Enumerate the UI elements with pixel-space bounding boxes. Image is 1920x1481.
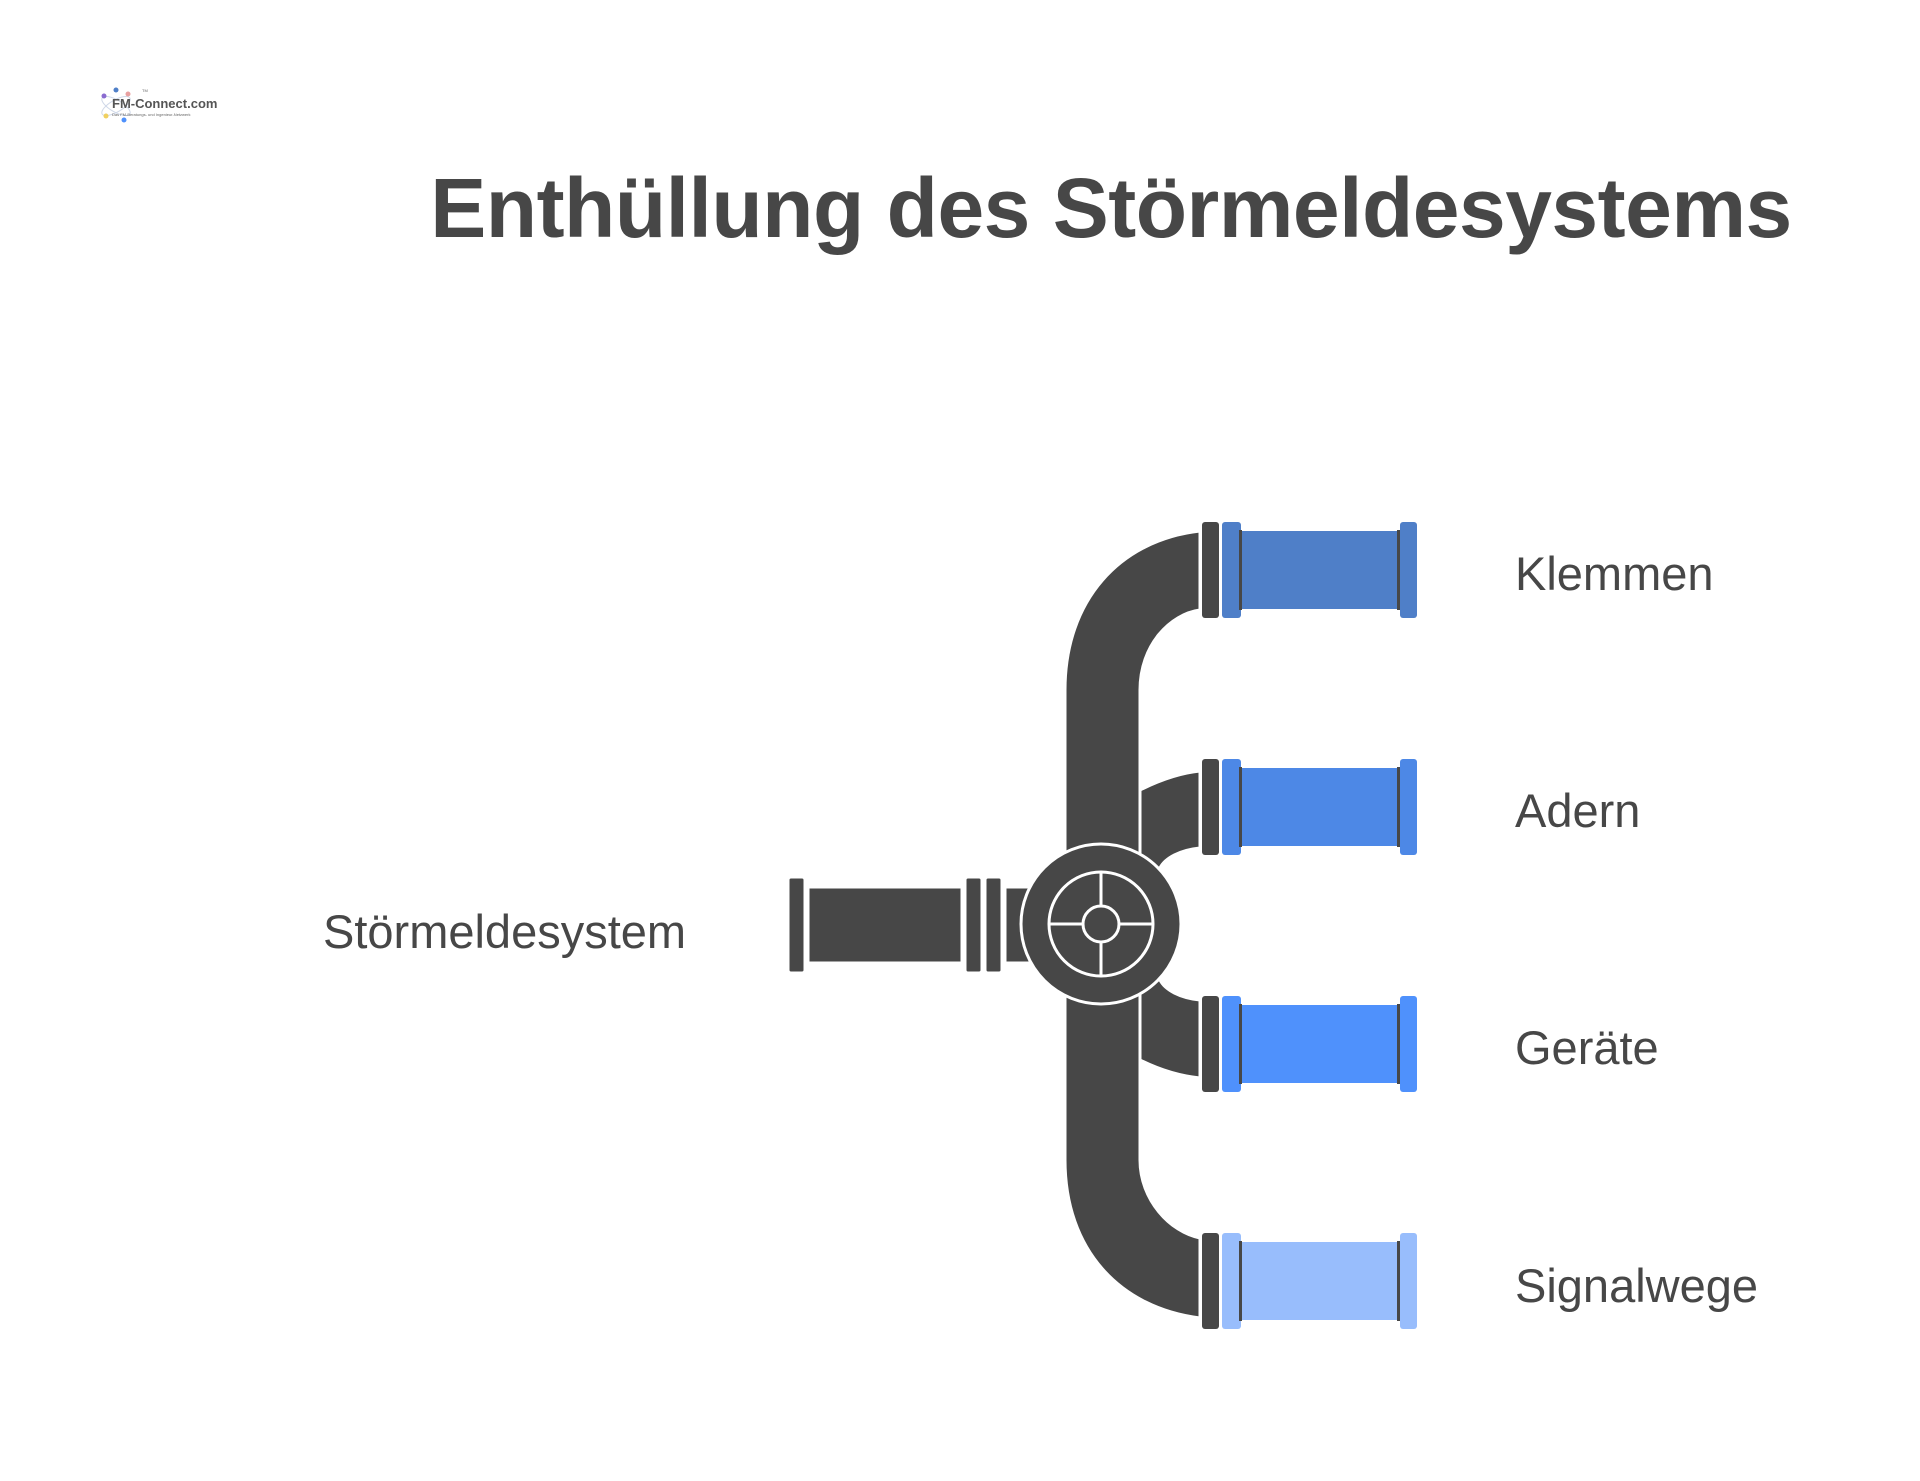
branch-seam [1397, 1004, 1400, 1084]
branch-seam [1239, 1004, 1242, 1084]
branch-flange-dark [1202, 1233, 1219, 1329]
logo-tagline: Das FM-Beratungs- und Ingenieur-Netzwerk [112, 112, 191, 117]
logo: TM FM-Connect.com Das FM-Beratungs- und … [98, 82, 217, 130]
branch-flange [1222, 759, 1241, 855]
branch-flange-dark [1202, 759, 1219, 855]
branch-pipe [1241, 768, 1399, 846]
branch-seam [1239, 767, 1242, 847]
page-title: Enthüllung des Störmeldesystems [430, 161, 1792, 255]
branch-seam [1239, 1241, 1242, 1321]
atom-logo-icon [101, 87, 131, 123]
valve-wheel-icon [1047, 870, 1155, 978]
valve [1019, 842, 1183, 1006]
branch-flange [1222, 1233, 1241, 1329]
source-flange [786, 875, 807, 975]
branch-flange-dark [1202, 522, 1219, 618]
branch-label-adern: Adern [1515, 784, 1641, 837]
branch-seam [1397, 530, 1400, 610]
branch-label-geraete: Geräte [1515, 1021, 1659, 1074]
logo-name: FM-Connect.com [112, 96, 218, 111]
branch-seam [1397, 1241, 1400, 1321]
branch-flange [1222, 996, 1241, 1092]
branch-pipe [1241, 1005, 1399, 1083]
branch-pipe [1241, 1242, 1399, 1320]
branch-end-flange [1400, 759, 1417, 855]
branch-label-klemmen: Klemmen [1515, 547, 1714, 600]
source-pipe [806, 885, 964, 965]
branch-label-signalwege: Signalwege [1515, 1259, 1759, 1312]
branch-end-flange [1400, 1233, 1417, 1329]
branch-pipe-3 [1138, 978, 1202, 1080]
branch-flange [1222, 522, 1241, 618]
branch-end-flange [1400, 522, 1417, 618]
branch-end-flange [1400, 996, 1417, 1092]
branch-flange-dark [1202, 996, 1219, 1092]
branch-pipe [1241, 531, 1399, 609]
branch-seam [1239, 530, 1242, 610]
branch-seam [1397, 767, 1400, 847]
source-label: Störmeldesystem [323, 905, 687, 958]
branch-pipe-2 [1138, 769, 1202, 870]
